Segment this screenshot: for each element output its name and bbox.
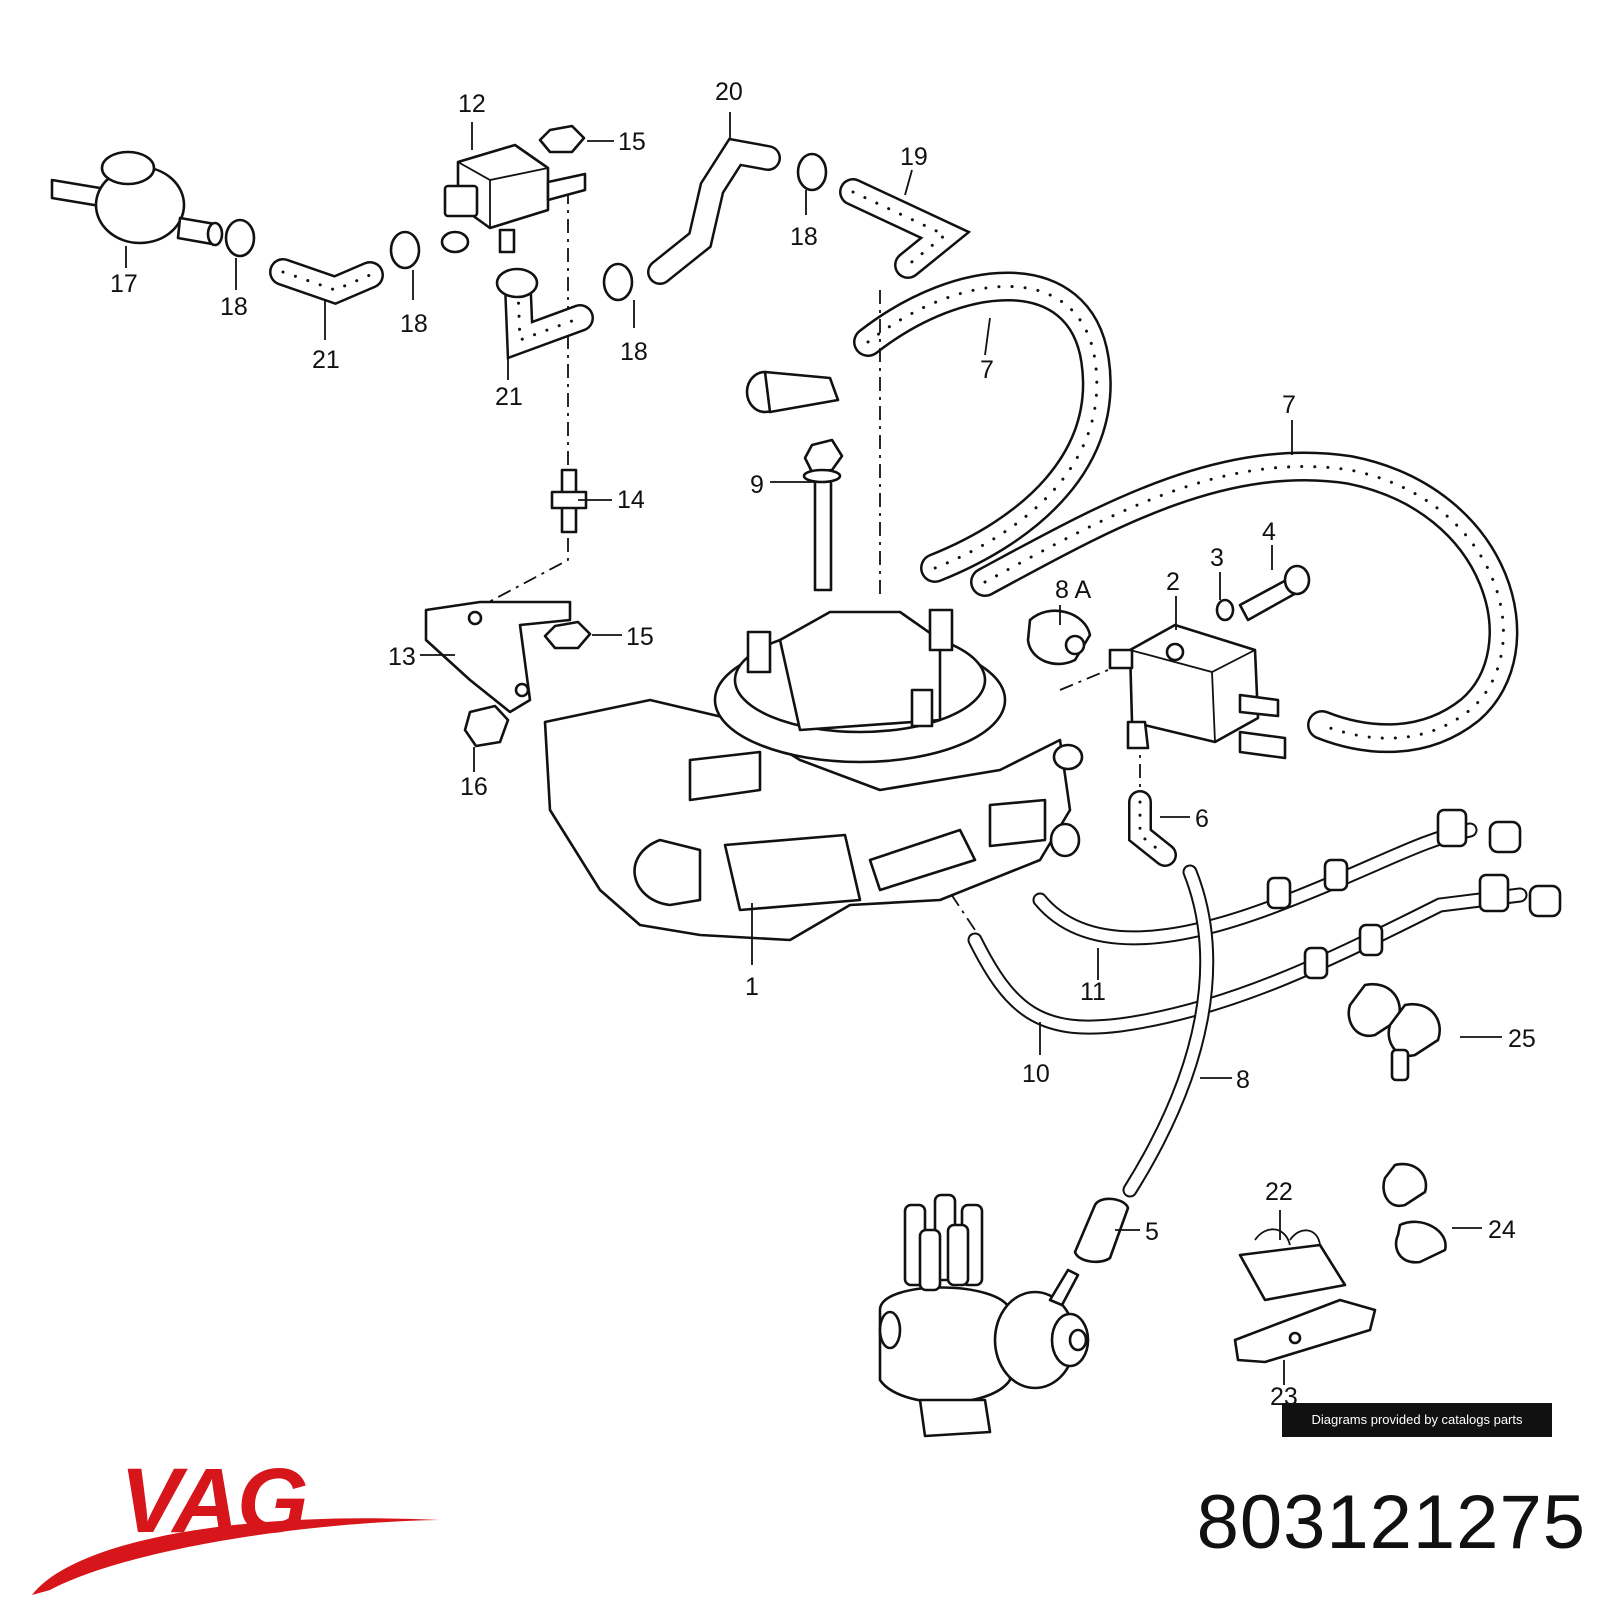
callout-6: 6: [1195, 805, 1209, 833]
part-22-clip: [1238, 1228, 1347, 1302]
callout-20: 20: [715, 78, 743, 106]
callout-21-b: 21: [495, 383, 523, 411]
callout-10: 10: [1022, 1060, 1050, 1088]
callout-18-d: 18: [790, 223, 818, 251]
part-21-hoses: [269, 258, 594, 360]
callout-labels: 1 2 3 4 5 6 7 7 8 8 A 9 10 11 12 13 14 1…: [110, 78, 1536, 1411]
callout-2: 2: [1166, 568, 1180, 596]
vacuum-line-8: [1122, 864, 1215, 1198]
callout-14: 14: [617, 486, 645, 514]
part-19-hose: [839, 178, 972, 279]
hose-7-lower: [970, 451, 1519, 754]
part-25-clips: [1347, 982, 1441, 1082]
hose-7-upper: [853, 271, 1112, 583]
callout-18-a: 18: [220, 293, 248, 321]
callout-25: 25: [1508, 1025, 1536, 1053]
callout-15-lower: 15: [626, 623, 654, 651]
callout-21-a: 21: [312, 346, 340, 374]
part-4-bolt: [1238, 564, 1311, 622]
part-20-pipe: [647, 137, 781, 285]
callout-1: 1: [745, 973, 759, 1001]
callout-7-lower: 7: [1282, 391, 1296, 419]
callout-11: 11: [1080, 978, 1106, 1006]
callout-3: 3: [1210, 544, 1224, 572]
callout-4: 4: [1262, 518, 1276, 546]
part-24-clips: [1382, 1162, 1447, 1264]
part-1-throttle-body: [543, 608, 1084, 942]
part-6-hose: [1128, 790, 1177, 867]
part-5-sleeve: [1073, 1197, 1130, 1264]
logo-swoosh: [32, 1518, 440, 1595]
callout-13: 13: [388, 643, 416, 671]
part-3-washer: [1215, 598, 1235, 622]
callout-19: 19: [900, 143, 928, 171]
callout-12: 12: [458, 90, 486, 118]
part-12-solenoid: [440, 143, 587, 254]
part-15-nuts: [538, 124, 592, 650]
callout-17: 17: [110, 270, 138, 298]
callout-18-b: 18: [400, 310, 428, 338]
line-clamps: [1266, 808, 1562, 980]
callout-24: 24: [1488, 1216, 1516, 1244]
part-17-valve: [50, 150, 224, 247]
sensor-part: [745, 370, 840, 414]
callout-8: 8: [1236, 1066, 1250, 1094]
callout-5: 5: [1145, 1218, 1159, 1246]
part-14-stud: [550, 468, 588, 534]
part-8A-plug: [1026, 609, 1092, 666]
callout-15-upper: 15: [618, 128, 646, 156]
callout-22: 22: [1265, 1178, 1293, 1206]
diagram-credit: Diagrams provided by catalogs parts: [1282, 1403, 1552, 1437]
callout-9: 9: [750, 471, 764, 499]
callout-18-c: 18: [620, 338, 648, 366]
part-13-bracket: [424, 600, 572, 714]
part-9-bolt: [802, 438, 844, 592]
leader-lines: [125, 112, 1502, 1385]
vag-logo: VAG: [32, 1450, 440, 1595]
part-18-clamps: [224, 152, 828, 302]
logo-wordmark: VAG: [120, 1450, 307, 1552]
callout-16: 16: [460, 773, 488, 801]
callout-7-upper: 7: [980, 356, 994, 384]
part-2-valve: [1108, 623, 1287, 760]
part-16-nut: [463, 704, 510, 748]
part-23-bracket: [1233, 1298, 1377, 1364]
distributor: [878, 1193, 1090, 1438]
callout-8A: 8 A: [1055, 576, 1091, 604]
part-number: 803121275: [1196, 1480, 1586, 1565]
